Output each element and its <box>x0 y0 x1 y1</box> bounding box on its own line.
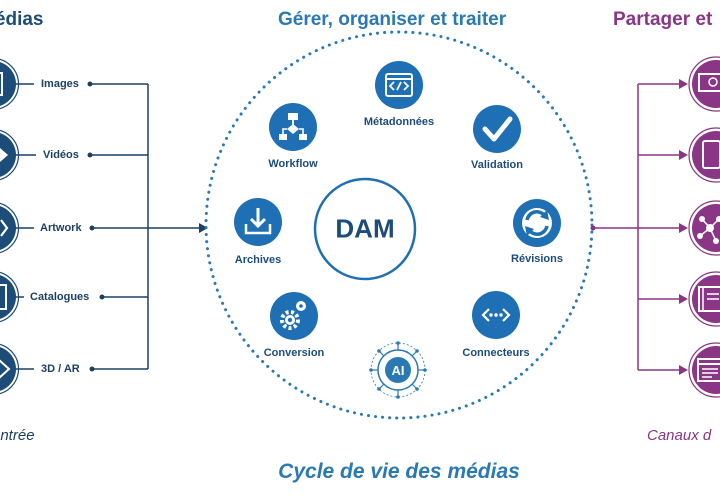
node-label-validation: Validation <box>471 159 523 171</box>
lifecycle-title: Cycle de vie des médias <box>278 460 520 483</box>
website-icon <box>688 56 720 112</box>
input-arrow-head <box>199 223 208 233</box>
code-window-icon <box>375 61 423 109</box>
input-label-videos: Vidéos <box>43 149 79 161</box>
input-artwork-icon <box>0 202 20 254</box>
input-label-catalogues: Catalogues <box>30 291 90 303</box>
ai-chip-icon <box>369 341 427 399</box>
connector-icon <box>472 291 520 339</box>
node-label-metadonnees: Métadonnées <box>363 116 435 128</box>
gears-icon <box>270 292 318 340</box>
input-label-images: Images <box>41 78 79 90</box>
lifecycle-circle <box>204 30 594 420</box>
header-share: Partager et <box>613 9 713 30</box>
input-image-icon <box>0 58 20 110</box>
input-label-3d-ar: 3D / AR <box>41 363 80 375</box>
header-manage: Gérer, organiser et traiter <box>278 9 507 30</box>
node-label-workflow: Workflow <box>268 158 318 170</box>
tablet-icon <box>688 127 720 183</box>
catalogue-output-icon <box>688 271 720 327</box>
checkmark-icon <box>473 105 521 153</box>
output-connector-dot <box>590 225 596 231</box>
workflow-icon <box>269 103 317 151</box>
node-label-revisions: Révisions <box>511 253 563 265</box>
output-connectors <box>593 83 680 371</box>
sync-icon <box>513 199 561 247</box>
ai-chip-label: AI <box>392 363 405 378</box>
social-network-icon <box>688 200 720 256</box>
dam-ring <box>313 177 417 281</box>
download-icon <box>234 198 282 246</box>
web-page-icon <box>688 342 720 398</box>
dam-label: DAM <box>335 213 395 244</box>
input-ar-icon <box>0 343 20 395</box>
caption-inputs: entrée <box>0 427 35 444</box>
input-connectors <box>12 83 200 370</box>
input-label-artwork: Artwork <box>40 222 82 234</box>
node-label-archives: Archives <box>234 254 282 266</box>
input-video-icon <box>0 129 20 181</box>
caption-outputs: Canaux d <box>647 427 712 444</box>
header-inputs: médias <box>0 9 44 30</box>
node-label-connecteurs: Connecteurs <box>462 347 530 359</box>
node-label-conversion: Conversion <box>263 347 325 359</box>
input-catalogue-icon <box>0 271 20 323</box>
output-arrow-heads <box>679 79 688 375</box>
input-connector-dots <box>87 81 105 372</box>
